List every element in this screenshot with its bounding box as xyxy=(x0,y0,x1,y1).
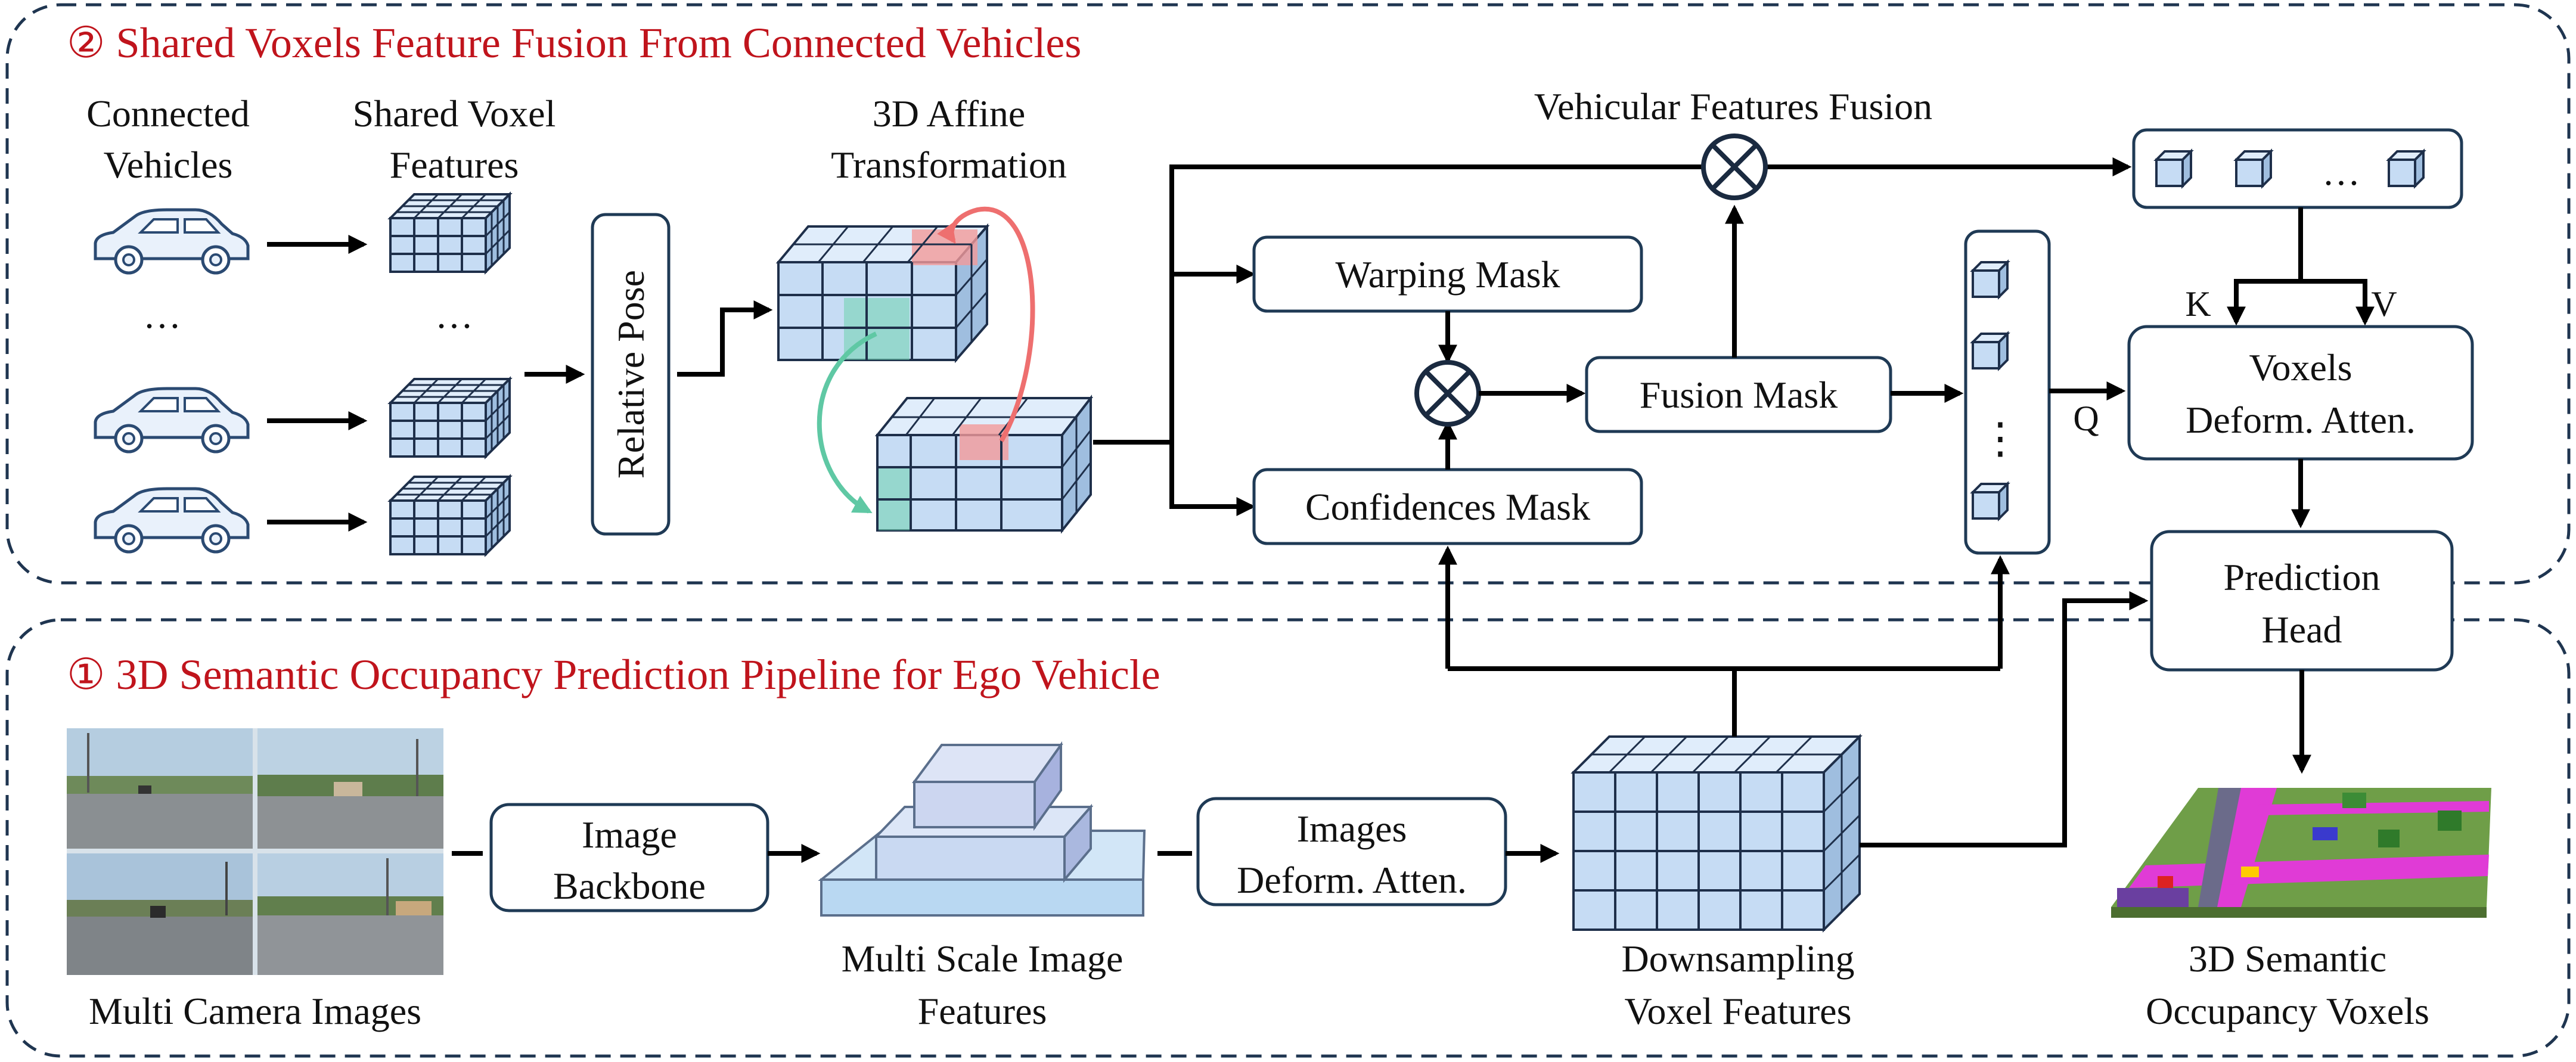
kv-cube-icon xyxy=(2235,150,2272,187)
connected-vehicles-label-1: Connected xyxy=(86,92,250,135)
camera-image-rear-left xyxy=(67,853,253,975)
query-cube-icon xyxy=(1972,261,2009,298)
car-icon xyxy=(95,210,248,273)
section2-frame xyxy=(5,3,2571,585)
prediction-head-label-2: Head xyxy=(2261,608,2342,651)
vehicles-ellipsis: … xyxy=(143,294,181,336)
top-branch-arrow xyxy=(1169,157,2132,442)
warp-arrow-teal xyxy=(817,331,877,514)
downsampling-voxel-cube xyxy=(1571,734,1863,933)
affine-target-cube xyxy=(874,395,1094,534)
q-label: Q xyxy=(2073,399,2099,438)
prediction-head-label-1: Prediction xyxy=(2223,556,2380,598)
fusion-mask-label: Fusion Mask xyxy=(1640,374,1838,416)
connected-vehicles-label-2: Vehicles xyxy=(104,144,233,186)
semantic-occupancy-voxels xyxy=(2111,788,2491,918)
multiply-node-icon xyxy=(1414,360,1481,427)
section2-title: ② Shared Voxels Feature Fusion From Conn… xyxy=(67,19,1081,67)
voxels-to-head-arrow xyxy=(1860,591,2149,847)
v-arrow xyxy=(2301,279,2375,326)
multi-camera-label: Multi Camera Images xyxy=(89,990,421,1032)
conf-branch-arrow xyxy=(1169,442,1256,516)
affine-label-2: Transformation xyxy=(831,144,1067,186)
occupancy-label-2: Occupancy Voxels xyxy=(2146,990,2429,1032)
car-icon xyxy=(95,389,248,452)
image-backbone-label-1: Image xyxy=(582,813,677,856)
affine-label-1: 3D Affine xyxy=(873,92,1026,135)
voxels-attn-label-2: Deform. Atten. xyxy=(2186,399,2416,441)
images-attn-label-2: Deform. Atten. xyxy=(1237,859,1467,901)
occupancy-label-1: 3D Semantic xyxy=(2189,937,2386,980)
section1-frame xyxy=(5,618,2571,1058)
query-cube-icon xyxy=(1972,483,2009,520)
downsampling-label-1: Downsampling xyxy=(1621,937,1854,980)
relative-pose-box xyxy=(591,213,671,536)
warping-mask-label: Warping Mask xyxy=(1336,253,1560,296)
k-arrow xyxy=(2227,207,2303,326)
multi-camera-images xyxy=(67,728,443,975)
downsampling-label-2: Voxel Features xyxy=(1625,990,1852,1032)
image-backbone-label-2: Backbone xyxy=(553,865,706,907)
shared-voxel-block xyxy=(389,193,511,273)
voxels-ellipsis: … xyxy=(435,294,473,336)
camera-image-front-right xyxy=(257,728,443,849)
k-label: K xyxy=(2185,284,2211,324)
camera-image-front-left xyxy=(67,728,253,849)
affine-source-cube xyxy=(775,223,990,364)
vehicular-fusion-label: Vehicular Features Fusion xyxy=(1534,85,1932,128)
multi-scale-label-1: Multi Scale Image xyxy=(842,937,1123,980)
warp-arrow-red xyxy=(937,206,1035,442)
kv-cube-icon xyxy=(2388,150,2425,187)
car-icon xyxy=(95,489,248,552)
multi-scale-feature-pyramid xyxy=(818,741,1146,917)
image-backbone-box xyxy=(489,803,769,912)
vehicular-fusion-node-icon xyxy=(1701,133,1768,200)
voxels-attn-label-1: Voxels xyxy=(2249,346,2352,389)
shared-voxel-block xyxy=(389,476,511,555)
v-label: V xyxy=(2371,284,2397,324)
shared-voxel-block xyxy=(389,378,511,458)
kv-ellipsis: … xyxy=(2322,151,2360,193)
shared-voxel-label-1: Shared Voxel xyxy=(353,92,556,135)
multi-scale-label-2: Features xyxy=(918,990,1047,1032)
confidences-mask-label: Confidences Mask xyxy=(1305,486,1590,528)
pose-to-affine-arrow xyxy=(677,300,773,377)
section1-title: ① 3D Semantic Occupancy Prediction Pipel… xyxy=(67,651,1160,698)
query-cube-icon xyxy=(1972,333,2009,369)
kv-cubes-box xyxy=(2132,128,2463,209)
shared-voxel-label-2: Features xyxy=(390,144,519,186)
relative-pose-label: Relative Pose xyxy=(610,270,652,479)
camera-image-rear-right xyxy=(257,853,443,975)
images-attn-label-1: Images xyxy=(1297,808,1407,850)
queries-vdots: ⋮ xyxy=(1979,415,2022,462)
kv-cube-icon xyxy=(2155,150,2192,187)
